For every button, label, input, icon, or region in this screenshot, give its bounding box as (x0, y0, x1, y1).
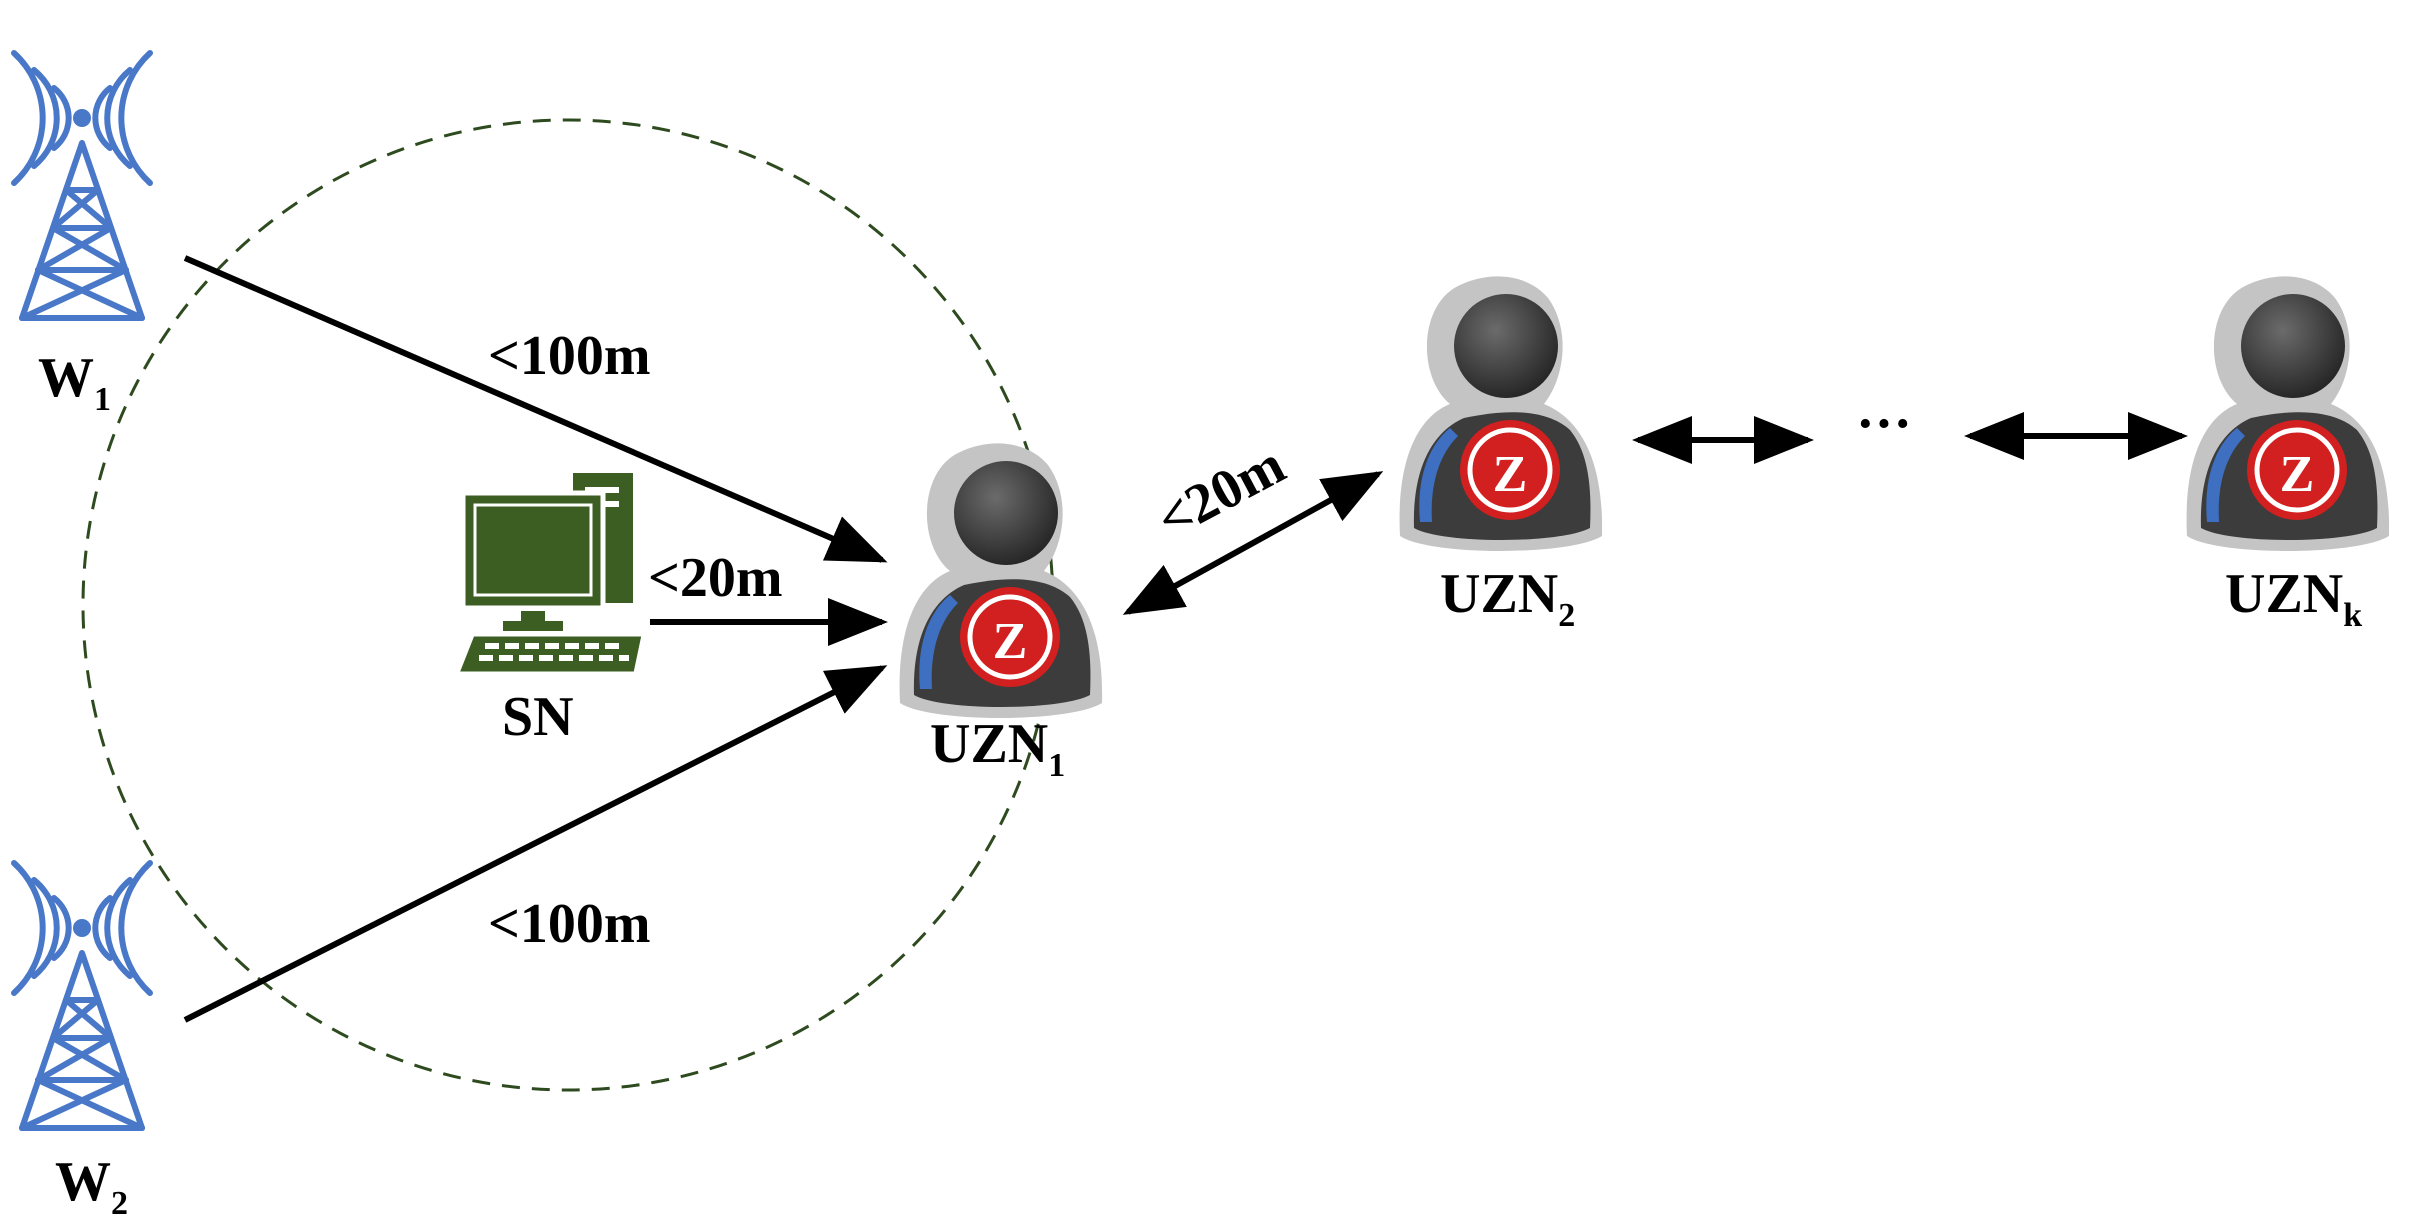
link-uzn1-uzn2 (1122, 471, 1384, 615)
node-badge-letter: Z (993, 613, 1028, 670)
tower-w2-label: W2 (55, 1151, 128, 1222)
user-node-icon (2187, 276, 2390, 551)
node-badge-letter: Z (1493, 446, 1528, 503)
uzn1-label: UZN1 (930, 713, 1065, 784)
user-node-icon (900, 443, 1103, 718)
distance-label-w2: <100m (488, 893, 651, 955)
radio-tower-icon (14, 863, 150, 1128)
ellipsis: ··· (1856, 393, 1912, 455)
link-w2-to-uzn1 (183, 665, 888, 1023)
user-node-uznk: Z UZNk (2187, 276, 2390, 634)
tower-w1-label: W1 (38, 347, 111, 418)
user-node-uzn1: Z UZN1 (900, 443, 1103, 784)
radio-tower-icon (14, 53, 150, 318)
tower-w1: W1 (14, 53, 150, 418)
uzn2-label: UZN2 (1440, 563, 1575, 634)
link-w1-to-uzn1 (183, 255, 888, 563)
user-node-uzn2: Z UZN2 (1400, 276, 1603, 634)
desktop-computer-icon (458, 473, 643, 673)
sn-label: SN (502, 686, 574, 748)
sensor-node-sn: SN (458, 473, 643, 748)
user-node-icon (1400, 276, 1603, 551)
tower-w2: W2 (14, 863, 150, 1222)
uznk-label: UZNk (2225, 563, 2362, 634)
distance-label-w1: <100m (488, 325, 651, 387)
node-badge-letter: Z (2280, 446, 2315, 503)
distance-label-sn: <20m (648, 547, 783, 609)
